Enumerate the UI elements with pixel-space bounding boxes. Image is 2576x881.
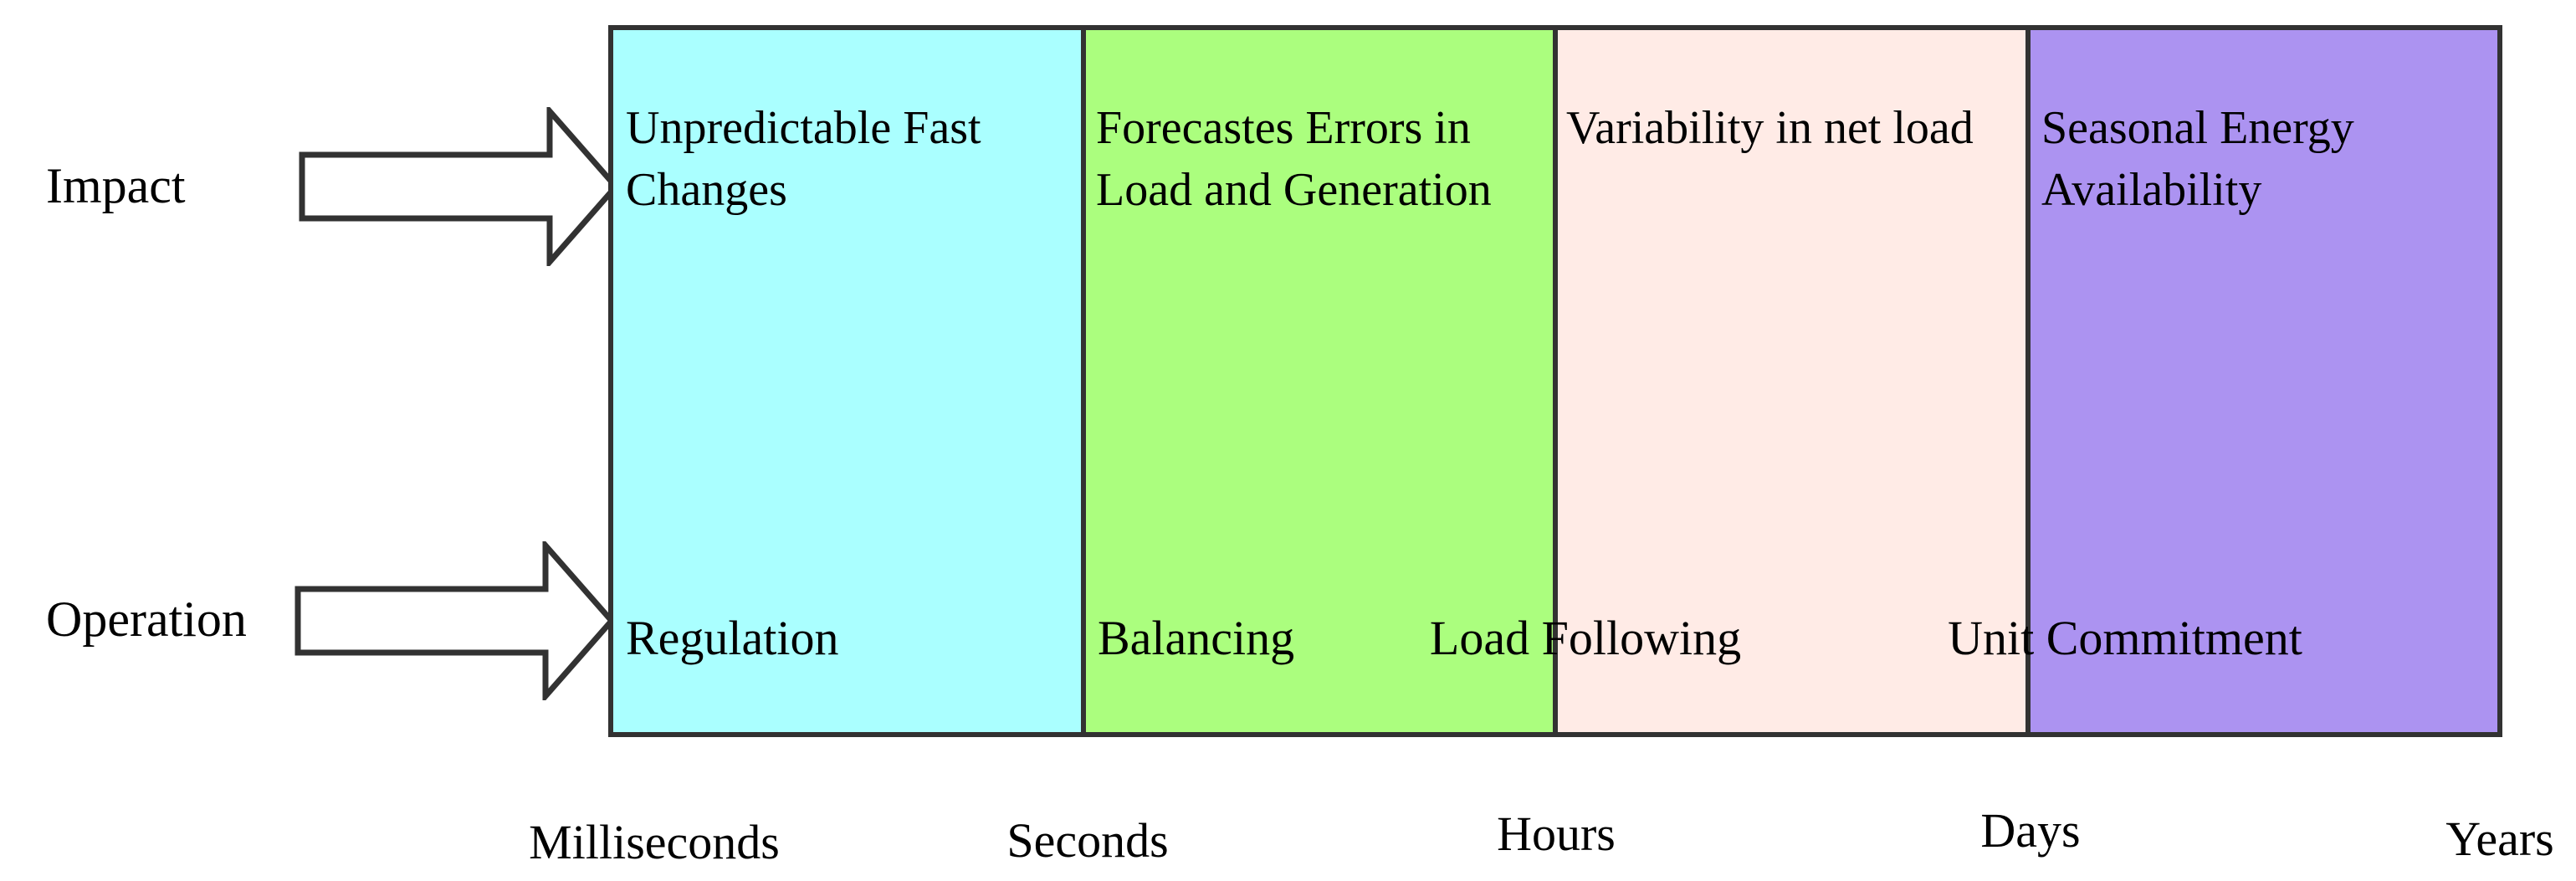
timescale-label-days: Days <box>1980 803 2081 858</box>
timescale-label-seconds: Seconds <box>1006 813 1169 868</box>
impact-text-forecast-errors: Forecastes Errors in Load and Generation <box>1096 102 1492 216</box>
operation-label-load-following: Load Following <box>1429 611 1742 665</box>
operation-right-arrow-icon <box>294 541 616 700</box>
impact-text-seasonal-energy: Seasonal Energy Availability <box>2041 102 2354 216</box>
operation-label-unit-commitment: Unit Commitment <box>1948 611 2302 665</box>
operation-label-regulation: Regulation <box>626 611 839 665</box>
timescale-label-years: Years <box>2445 812 2554 866</box>
operation-label-balancing: Balancing <box>1098 611 1295 665</box>
timescale-box-unit-commitment <box>2025 30 2497 732</box>
impact-text-variability-net-load: Variability in net load <box>1566 102 1974 154</box>
timescale-boxes <box>608 25 2502 737</box>
impact-row-label: Impact <box>46 158 186 213</box>
timescale-label-hours: Hours <box>1497 807 1616 861</box>
timescale-box-regulation <box>613 30 1081 732</box>
timescale-box-load-following <box>1553 30 2025 732</box>
timescale-box-balancing <box>1080 30 1553 732</box>
impact-text-unpredictable-fast-changes: Unpredictable Fast Changes <box>626 102 981 216</box>
timescale-label-milliseconds: Milliseconds <box>529 815 780 869</box>
operation-row-label: Operation <box>46 592 247 647</box>
impact-right-arrow-icon <box>299 107 620 266</box>
